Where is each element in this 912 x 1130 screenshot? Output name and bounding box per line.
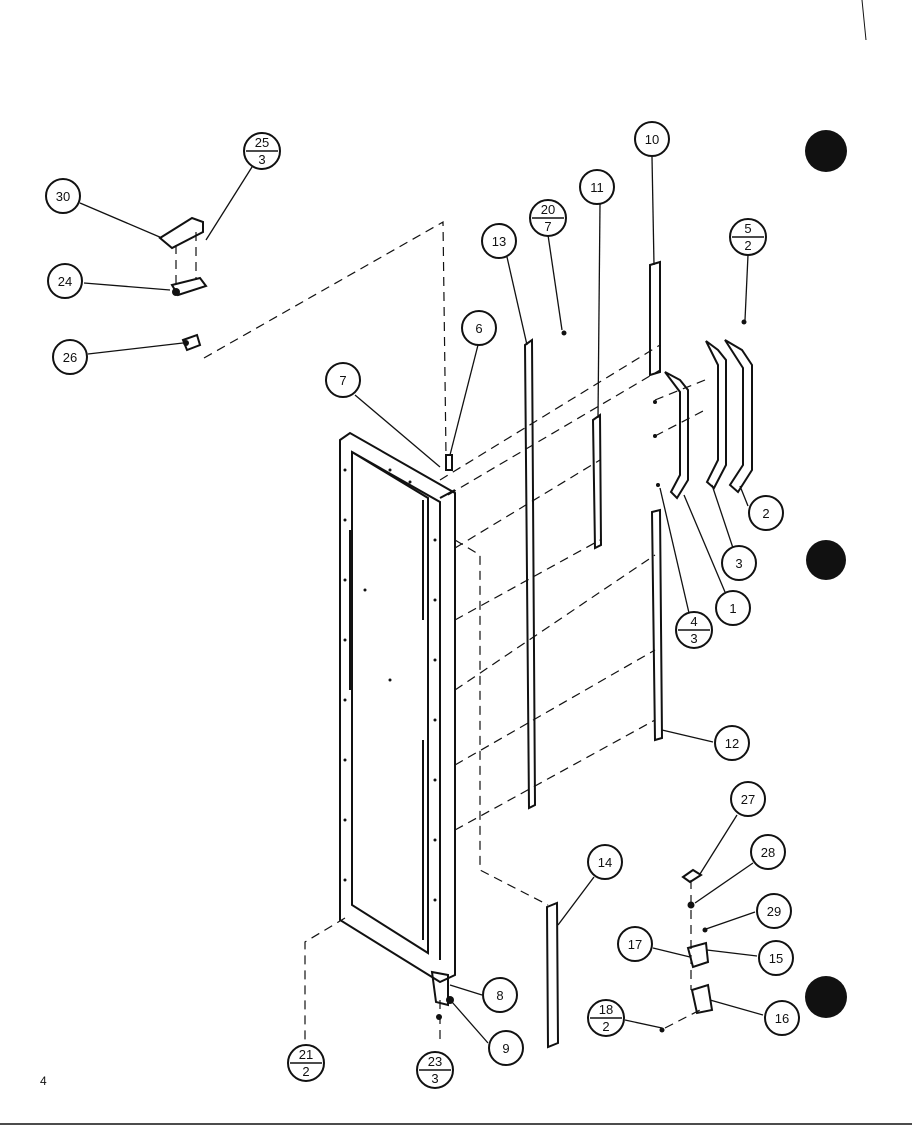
callout-23-3: 23 3 bbox=[416, 1051, 454, 1089]
callout-3: 3 bbox=[721, 545, 757, 581]
part-6-clip bbox=[445, 454, 453, 471]
callout-5-2-top: 5 bbox=[744, 221, 751, 236]
callout-6: 6 bbox=[461, 310, 497, 346]
callout-9-label: 9 bbox=[502, 1041, 509, 1056]
callout-14: 14 bbox=[587, 844, 623, 880]
callout-4-3-top: 4 bbox=[690, 614, 697, 629]
callout-24-label: 24 bbox=[58, 274, 72, 289]
part-10-channel bbox=[649, 260, 661, 377]
callout-17: 17 bbox=[617, 926, 653, 962]
callout-18-2-bottom: 2 bbox=[602, 1019, 609, 1034]
callout-30: 30 bbox=[45, 178, 81, 214]
callout-20-7: 20 7 bbox=[529, 199, 567, 237]
binder-hole-middle bbox=[806, 540, 846, 580]
callout-7-label: 7 bbox=[339, 373, 346, 388]
bottom-hinge-assembly bbox=[659, 868, 714, 1033]
binder-hole-bottom bbox=[805, 976, 847, 1018]
callout-5-2: 5 2 bbox=[729, 218, 767, 256]
callout-13: 13 bbox=[481, 223, 517, 259]
callout-12: 12 bbox=[714, 725, 750, 761]
callout-7: 7 bbox=[325, 362, 361, 398]
callout-29: 29 bbox=[756, 893, 792, 929]
callout-4-3-bottom: 3 bbox=[690, 631, 697, 646]
callout-28: 28 bbox=[750, 834, 786, 870]
callout-2: 2 bbox=[748, 495, 784, 531]
callout-27-label: 27 bbox=[741, 792, 755, 807]
callout-11: 11 bbox=[579, 169, 615, 205]
callout-23-3-top: 23 bbox=[428, 1054, 442, 1069]
leader-lines bbox=[79, 156, 764, 1044]
callout-16-label: 16 bbox=[775, 1011, 789, 1026]
callout-20-7-bottom: 7 bbox=[544, 219, 551, 234]
callout-5-2-bottom: 2 bbox=[744, 238, 751, 253]
callout-10: 10 bbox=[634, 121, 670, 157]
callout-1-label: 1 bbox=[729, 601, 736, 616]
callout-15-label: 15 bbox=[769, 951, 783, 966]
part-13-strip bbox=[523, 330, 567, 810]
top-hinge-assembly bbox=[158, 216, 208, 352]
callout-21-2: 21 2 bbox=[287, 1044, 325, 1082]
callout-25-3-bottom: 3 bbox=[258, 152, 265, 167]
callout-2-label: 2 bbox=[762, 506, 769, 521]
part-12-channel bbox=[650, 508, 664, 742]
callout-27: 27 bbox=[730, 781, 766, 817]
callout-4-3: 4 3 bbox=[675, 611, 713, 649]
callout-17-label: 17 bbox=[628, 937, 642, 952]
callout-3-label: 3 bbox=[735, 556, 742, 571]
callout-1: 1 bbox=[715, 590, 751, 626]
callout-11-label: 11 bbox=[590, 180, 604, 195]
callout-21-2-bottom: 2 bbox=[302, 1064, 309, 1079]
part-11-channel bbox=[591, 413, 603, 550]
callout-16: 16 bbox=[764, 1000, 800, 1036]
callout-18-2-top: 18 bbox=[599, 1002, 613, 1017]
page-number: 4 bbox=[40, 1074, 47, 1088]
callout-18-2: 18 2 bbox=[587, 999, 625, 1037]
page-edge-mark bbox=[861, 0, 867, 41]
door-frame bbox=[339, 431, 456, 984]
callout-6-label: 6 bbox=[475, 321, 482, 336]
callout-25-3-top: 25 bbox=[255, 135, 269, 150]
callout-10-label: 10 bbox=[645, 132, 659, 147]
part-14-strip bbox=[545, 901, 560, 1049]
callout-29-label: 29 bbox=[767, 904, 781, 919]
callout-8: 8 bbox=[482, 977, 518, 1013]
callout-26: 26 bbox=[52, 339, 88, 375]
callout-12-label: 12 bbox=[725, 736, 739, 751]
callout-8-label: 8 bbox=[496, 988, 503, 1003]
callout-24: 24 bbox=[47, 263, 83, 299]
callout-13-label: 13 bbox=[492, 234, 506, 249]
callout-25-3: 25 3 bbox=[243, 132, 281, 170]
callout-14-label: 14 bbox=[598, 855, 612, 870]
handle-parts bbox=[653, 319, 753, 500]
callout-30-label: 30 bbox=[56, 189, 70, 204]
callout-26-label: 26 bbox=[63, 350, 77, 365]
callout-21-2-top: 21 bbox=[299, 1047, 313, 1062]
callout-9: 9 bbox=[488, 1030, 524, 1066]
explode-lines bbox=[203, 220, 706, 1040]
callout-28-label: 28 bbox=[761, 845, 775, 860]
callout-20-7-top: 20 bbox=[541, 202, 555, 217]
callout-23-3-bottom: 3 bbox=[431, 1071, 438, 1086]
callout-15: 15 bbox=[758, 940, 794, 976]
binder-hole-top bbox=[805, 130, 847, 172]
